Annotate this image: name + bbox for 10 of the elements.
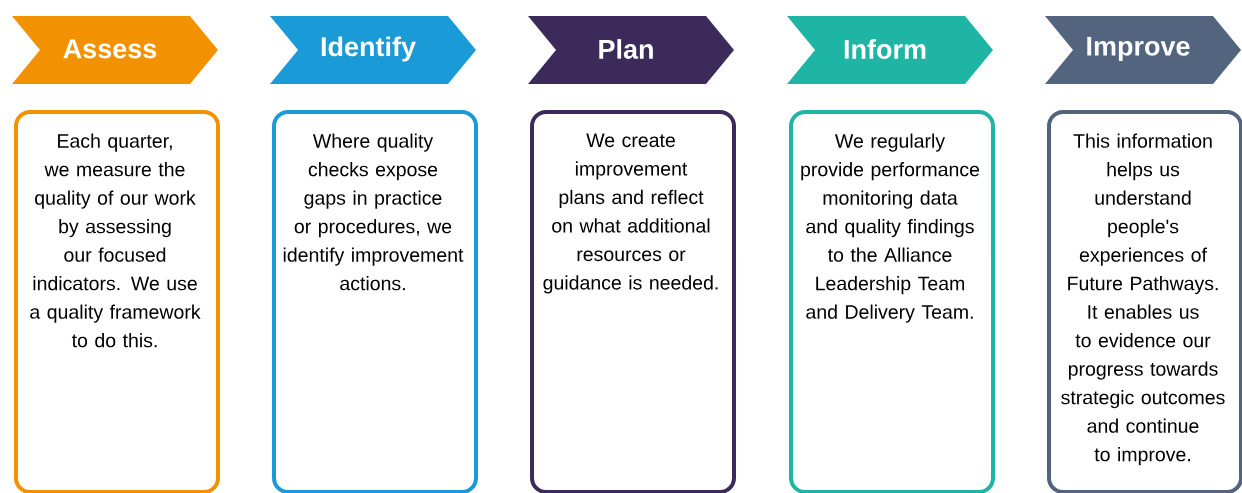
step-chevron: Improve — [1045, 16, 1241, 84]
description-box: We regularly provide performance monitoring data and quality findings to the Alliance Leadership Team and Delivery Team. — [789, 110, 995, 493]
step-chevron: Plan — [528, 16, 734, 84]
step-chevron: Identify — [270, 16, 476, 84]
description-box: Where quality checks expose gaps in practice or procedures, we identify improvement actions. — [272, 110, 478, 493]
description-box: We create improvement plans and reflect on what additional resources or guidance is needed. — [530, 110, 736, 493]
description-box: This information helps us understand people's experiences of Future Pathways. It enables us to evidence our progress towards strategic outcomes and continue to improve. — [1047, 110, 1242, 493]
description-box: Each quarter, we measure the quality of our work by assessing our focused indicators. We use a quality framework to do this. — [14, 110, 220, 493]
step-chevron: Inform — [787, 16, 993, 84]
step-chevron: Assess — [12, 16, 218, 84]
